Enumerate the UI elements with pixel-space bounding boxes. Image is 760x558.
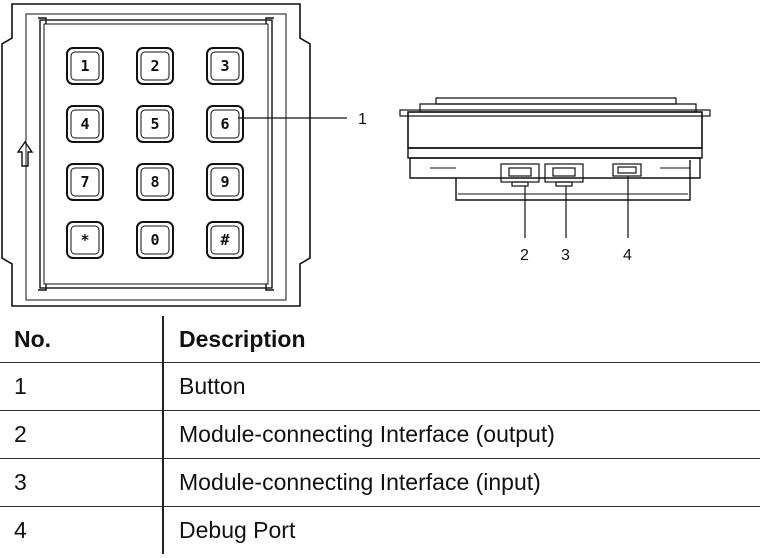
- row-description: Module-connecting Interface (input): [162, 458, 760, 507]
- row-description: Debug Port: [162, 506, 760, 554]
- keypad-key: 3: [206, 47, 244, 85]
- keypad-key-label: 2: [150, 57, 159, 75]
- keypad-key-label: 6: [220, 115, 229, 133]
- keypad-key-label: #: [220, 231, 229, 249]
- keypad-key: 9: [206, 163, 244, 201]
- module-side-view: [399, 97, 711, 201]
- keypad-key: 0: [136, 221, 174, 259]
- table-row: 2 Module-connecting Interface (output): [0, 410, 760, 459]
- keypad-key: 1: [66, 47, 104, 85]
- keypad-key-label: 8: [150, 173, 159, 191]
- connector-input: [544, 163, 584, 187]
- keypad-key: 6: [206, 105, 244, 143]
- up-arrow-icon: [16, 140, 34, 167]
- header-no: No.: [14, 325, 52, 352]
- keypad-key-label: *: [80, 231, 89, 249]
- header-description: Description: [162, 316, 760, 363]
- connector-output: [500, 163, 540, 187]
- callout-label-3: 3: [561, 247, 570, 264]
- keypad-key-label: 3: [220, 57, 229, 75]
- keypad-front-view: [1, 3, 311, 307]
- debug-port: [612, 163, 642, 177]
- table-header-row: No. Description: [0, 316, 760, 363]
- parts-table: No. Description 1 Button 2 Module-connec…: [0, 316, 760, 554]
- keypad-key-label: 9: [220, 173, 229, 191]
- keypad-key: 7: [66, 163, 104, 201]
- table-row: 3 Module-connecting Interface (input): [0, 458, 760, 507]
- keypad-module-diagram: 1 2 3 4 5 6 7 8 9 * 0 # 1 2 3 4: [1, 3, 711, 307]
- keypad-key: 4: [66, 105, 104, 143]
- keypad-key-label: 5: [150, 115, 159, 133]
- table-row: 4 Debug Port: [0, 506, 760, 554]
- callout-label-4: 4: [623, 247, 632, 264]
- keypad-keys: 1 2 3 4 5 6 7 8 9 * 0 #: [66, 47, 244, 259]
- keypad-key: 8: [136, 163, 174, 201]
- row-no: 1: [14, 373, 27, 399]
- row-no: 4: [14, 517, 27, 543]
- keypad-key-label: 1: [80, 57, 89, 75]
- keypad-key: 2: [136, 47, 174, 85]
- keypad-key: #: [206, 221, 244, 259]
- row-no: 3: [14, 469, 27, 495]
- row-description: Module-connecting Interface (output): [162, 410, 760, 459]
- row-no: 2: [14, 421, 27, 447]
- callout-label-2: 2: [520, 247, 529, 264]
- keypad-key-label: 0: [150, 231, 159, 249]
- callout-label-1: 1: [358, 111, 367, 128]
- keypad-key: 5: [136, 105, 174, 143]
- row-description: Button: [162, 362, 760, 411]
- table-row: 1 Button: [0, 362, 760, 411]
- keypad-key-label: 7: [80, 173, 89, 191]
- keypad-key-label: 4: [80, 115, 89, 133]
- keypad-key: *: [66, 221, 104, 259]
